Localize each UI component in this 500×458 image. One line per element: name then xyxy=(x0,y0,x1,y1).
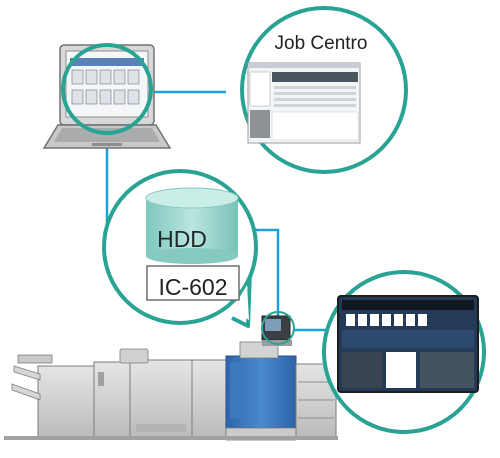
job-centro-title: Job Centro xyxy=(274,33,368,54)
controller-label-box xyxy=(146,265,240,301)
hdd-cylinder xyxy=(145,187,239,264)
panel-callout xyxy=(322,270,486,434)
job-centro-callout xyxy=(240,6,408,174)
controller-callout xyxy=(102,169,258,328)
laptop xyxy=(42,44,172,149)
controller-label: IC-602 xyxy=(158,274,228,300)
hdd-label: HDD xyxy=(157,226,207,252)
panel-zoom-ring xyxy=(261,311,295,345)
laptop-screen-thumbnails xyxy=(70,58,144,105)
printer-system xyxy=(4,315,338,441)
laptop-zoom-ring xyxy=(61,43,153,135)
